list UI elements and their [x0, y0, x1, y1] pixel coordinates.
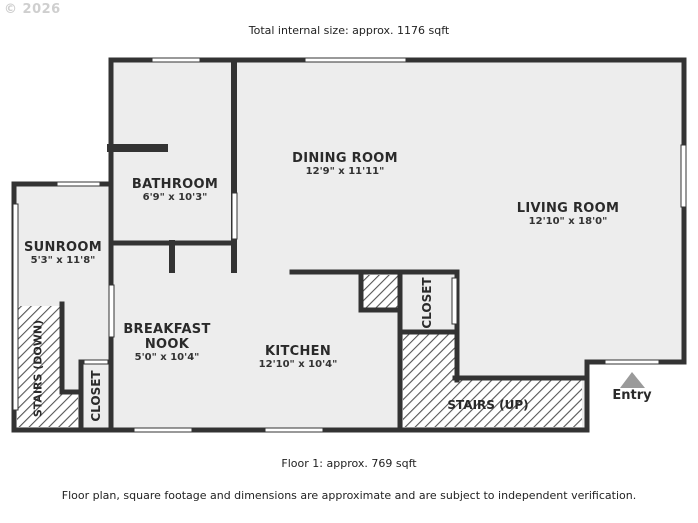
stairs-down-label: STAIRS (DOWN) — [31, 319, 45, 418]
closet-hatch-box — [363, 275, 398, 309]
entry-arrow — [620, 372, 645, 388]
living-room-label: LIVING ROOM 12'10" x 18'0" — [506, 201, 630, 227]
stairs-up-label: STAIRS (UP) — [447, 398, 529, 412]
kitchen-name: KITCHEN — [264, 344, 332, 359]
total-size-label: Total internal size: approx. 1176 sqft — [248, 24, 450, 37]
living-room-dims: 12'10" x 18'0" — [528, 216, 608, 227]
breakfast-nook-name-1: BREAKFAST — [123, 322, 211, 337]
bathroom-dims: 6'9" x 10'3" — [142, 192, 208, 203]
bathroom-name: BATHROOM — [131, 177, 219, 192]
kitchen-label: KITCHEN 12'10" x 10'4" — [248, 344, 348, 370]
sunroom-label: SUNROOM 5'3" x 11'8" — [18, 240, 108, 266]
dining-room-label: DINING ROOM 12'9" x 11'11" — [285, 151, 405, 177]
breakfast-nook-name-2: NOOK — [144, 337, 190, 352]
bathroom-label: BATHROOM 6'9" x 10'3" — [118, 177, 232, 203]
disclaimer: Floor plan, square footage and dimension… — [61, 489, 637, 502]
sunroom-dims: 5'3" x 11'8" — [30, 255, 96, 266]
kitchen-dims: 12'10" x 10'4" — [258, 359, 338, 370]
floor-size-label: Floor 1: approx. 769 sqft — [281, 457, 417, 470]
sunroom-name: SUNROOM — [24, 240, 102, 255]
floor-area — [14, 60, 684, 430]
closet-upper-label: CLOSET — [420, 277, 434, 329]
watermark: © 2026 — [4, 2, 61, 17]
breakfast-nook-dims: 5'0" x 10'4" — [134, 352, 200, 363]
closet-lower-label: CLOSET — [89, 370, 103, 422]
dining-room-dims: 12'9" x 11'11" — [305, 166, 385, 177]
windows — [12, 57, 687, 433]
breakfast-nook-label: BREAKFAST NOOK 5'0" x 10'4" — [117, 322, 217, 363]
living-room-name: LIVING ROOM — [516, 201, 620, 216]
dining-room-name: DINING ROOM — [292, 151, 398, 166]
entry-label: Entry — [612, 388, 652, 403]
stairs-down-hatch — [17, 306, 78, 427]
